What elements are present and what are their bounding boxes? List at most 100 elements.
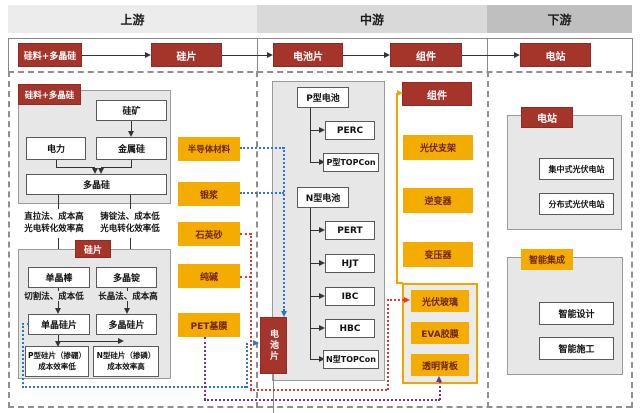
node-n-topcon: N型TOPCon [323, 350, 379, 369]
p-wafer-line1: P型硅片（掺硼） [28, 351, 86, 361]
node-n-wafer: N型硅片（掺磷） 成本效率高 [93, 346, 159, 377]
red-dotted-line [250, 233, 252, 390]
flow-separator-dashed [8, 71, 632, 73]
perc-label: PERC [336, 125, 364, 136]
red-dotted-line [250, 389, 387, 391]
cell-vertical-label: 电池片 [268, 329, 278, 362]
orange-line [396, 282, 403, 284]
arrow-up-icon [436, 376, 442, 382]
wafer-title-label: 硅片 [83, 245, 102, 256]
encap-eva-label: EVA胶膜 [421, 329, 459, 340]
frame-right-dashed [631, 71, 633, 408]
flow-node-wafer: 硅片 [151, 43, 222, 67]
connector-line [58, 238, 59, 258]
blue-dotted-line [22, 386, 246, 388]
bos-transformer-label: 变压器 [424, 251, 452, 261]
node-p-wafer: P型硅片（掺硼） 成本效率低 [25, 346, 89, 377]
flow-node-silicon-label: 硅料+多晶硅 [23, 51, 77, 62]
frame-right-line [632, 38, 633, 71]
connector-line [130, 238, 131, 258]
station-title-label: 电站 [537, 114, 557, 125]
note-crystal-growth: 长晶法、成本高 [98, 292, 158, 302]
note-ingot-casting: 铸锭法、成本低 [100, 212, 160, 222]
poly-silicon-title-label: 硅料+多晶硅 [24, 90, 75, 101]
node-power: 电力 [26, 137, 86, 160]
red-dotted-line [240, 276, 251, 278]
encap-glass-label: 光伏玻璃 [421, 297, 458, 308]
flow-node-module-label: 组件 [416, 51, 436, 63]
node-smart-construction: 智能施工 [539, 337, 614, 360]
bos-transformer: 变压器 [403, 242, 473, 267]
poly-silicon-panel-title: 硅料+多晶硅 [18, 84, 81, 105]
node-hjt: HJT [325, 254, 375, 273]
arrow-down-icon [124, 308, 130, 314]
connector-line [130, 195, 131, 209]
flow-node-cell: 电池片 [273, 43, 343, 67]
node-silicon-ore: 硅矿 [96, 100, 167, 121]
node-poly-silicon: 多晶硅 [26, 174, 167, 195]
material-soda-ash-label: 纯碱 [199, 272, 218, 283]
arrow-right-icon [267, 52, 273, 58]
purple-dotted-line [439, 381, 441, 400]
station-panel-title: 电站 [521, 107, 573, 128]
arrow-down-icon [55, 308, 61, 314]
arrow-down-icon [98, 168, 104, 174]
connector-line [310, 108, 311, 163]
note-ingot-casting-eff: 光电转化效率低 [100, 224, 160, 234]
connector-line [127, 301, 128, 309]
node-poly-wafer: 多晶硅片 [96, 314, 157, 335]
arrow-right-icon [145, 52, 151, 58]
header-downstream-label: 下游 [547, 12, 572, 27]
frame-top-line [8, 38, 632, 39]
module-box: 组件 [402, 82, 472, 106]
node-mono-wafer: 单晶硅片 [28, 314, 90, 335]
material-silver-paste-label: 银浆 [199, 190, 218, 201]
bos-mounting-label: 光伏支架 [419, 144, 456, 154]
connector-line [310, 130, 320, 131]
arrow-right-icon [319, 127, 325, 133]
red-dotted-line [240, 233, 251, 235]
material-pet-film: PET基膜 [178, 313, 240, 337]
red-dotted-line [387, 299, 389, 390]
connector-line [58, 341, 118, 342]
n-topcon-label: N型TOPCon [326, 355, 376, 364]
bos-mounting: 光伏支架 [403, 135, 473, 160]
encap-glass: 光伏玻璃 [411, 290, 469, 312]
flow-node-silicon: 硅料+多晶硅 [18, 43, 82, 67]
connector-line [310, 263, 320, 264]
connector-line [273, 374, 274, 413]
arrow-right-icon [319, 325, 325, 331]
connector-line [310, 208, 311, 360]
connector-line [101, 167, 131, 168]
hbc-label: HBC [339, 323, 361, 334]
arrow-down-icon [128, 131, 134, 137]
frame-left-line [8, 38, 9, 71]
blue-dotted-line [240, 147, 284, 149]
connector-line [310, 296, 320, 297]
purple-dotted-line [204, 337, 206, 400]
material-quartz-sand: 石英砂 [178, 222, 240, 246]
divider-midstream-downstream-top [487, 38, 488, 71]
connector-line [58, 301, 59, 309]
integration-title-label: 智能集成 [528, 256, 565, 266]
header-midstream-label: 中游 [359, 12, 384, 27]
distributed-station-label: 分布式光伏电站 [548, 199, 605, 209]
poly-ingot-label: 多晶锭 [112, 274, 140, 284]
blue-dotted-line [283, 147, 285, 311]
bos-inverter: 逆变器 [403, 188, 473, 213]
connector-line [131, 160, 132, 168]
p-wafer-line2: 成本效率低 [38, 361, 76, 371]
material-semiconductor-label: 半导体材料 [187, 145, 231, 155]
arrow-right-icon [514, 52, 520, 58]
orange-line [396, 93, 398, 283]
flow-arrow-line [82, 55, 145, 56]
node-smart-design: 智能设计 [539, 302, 614, 325]
node-mono-rod: 单晶棒 [28, 267, 90, 288]
poly-silicon-label: 多晶硅 [82, 181, 110, 191]
material-pet-film-label: PET基膜 [190, 321, 228, 332]
connector-line [310, 328, 320, 329]
arrow-right-icon [319, 159, 325, 165]
n-type-cell-label: N型电池 [305, 194, 341, 204]
blue-dotted-line [22, 323, 24, 388]
centralized-station-label: 集中式光伏电站 [548, 164, 605, 174]
